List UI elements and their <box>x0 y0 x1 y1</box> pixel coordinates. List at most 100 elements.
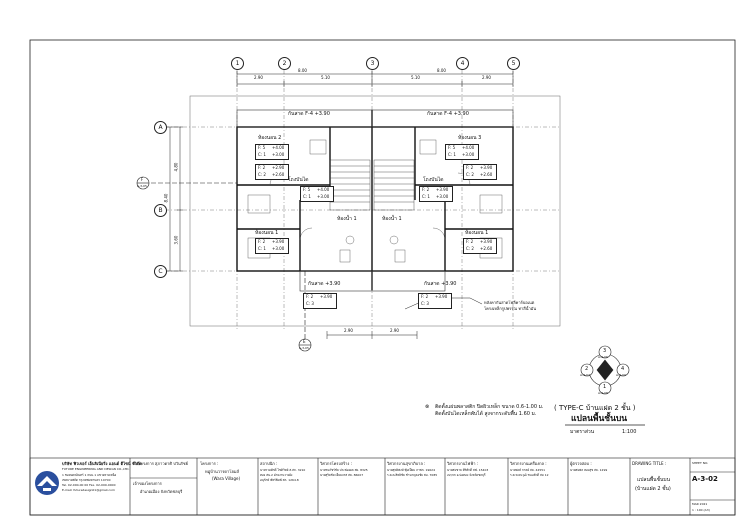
legend-note-2: ติดตั้งบันไดเหล็กพับได้ สูงจากระดับพื้น … <box>435 411 537 417</box>
sanitary-label: วิศวกรงานสุขาภิบาล : <box>387 461 426 466</box>
approve-label: ผู้ตรวจสอบ : <box>570 461 592 466</box>
top-dimensions <box>236 71 514 87</box>
dim-bottom-1: 2.90 <box>344 328 353 333</box>
section-marker-bottom <box>298 271 312 352</box>
grid-bubble-col-4: 4 <box>456 57 469 70</box>
architect-line-2: ทอง สน.2 ฝ่ายงานวางผัง <box>260 473 293 477</box>
level-tag-bottom-left: F: 2+3.90 C: 3 <box>303 293 337 309</box>
dim-top-4: 2.90 <box>482 75 491 80</box>
grid-bubble-col-2: 2 <box>278 57 291 70</box>
left-dimensions <box>167 126 183 272</box>
level-tag-bottom-right: F: 2+3.90 C: 3 <box>418 293 452 309</box>
key-plan-label-4: 4 <box>621 366 625 372</box>
project2-name-en: (Wara Village) <box>212 476 241 481</box>
balcony-label-1: กันสาด F-4 +3.90 <box>288 111 330 117</box>
architect-label: สถาปนิก : <box>260 461 278 466</box>
structure-name-2: นายสุริยชัย เยี่ยมจรส สย. 86007 <box>320 473 364 477</box>
architect-line-3: อนุรักษ์ พัทร์พิมพ์ สถ. 1264.8 <box>260 478 299 482</box>
legend-note-1: ติดตั้งแผ่นพลาสติก ปิดผิวเหล็ก ขนาด 0.6-… <box>435 404 544 410</box>
approve-name: นายสมพล ทองสุข สย. 1299 <box>570 468 608 472</box>
key-plan-ref-1: A-3-06 <box>598 355 608 359</box>
electrical-label: วิศวกรงานไฟฟ้า : <box>447 461 479 466</box>
level-tag-3: F: 2+2.90 C: 2+2.60 <box>255 164 289 180</box>
mech-label: วิศวกรงานเครื่องกล : <box>510 461 547 466</box>
structure-label: วิศวกรโครงสร้าง : <box>320 461 352 466</box>
legend-symbol: ⊗ <box>425 404 430 410</box>
room-bedroom-3: ห้องนอน 3 <box>458 135 482 141</box>
level-tag-8: F: 2+3.90 C: 2+2.60 <box>463 238 497 254</box>
dim-top-total-2: 8.00 <box>437 68 446 73</box>
company-address-2: เขตบางพลัด กรุงเทพมหานคร 10700 <box>62 478 111 482</box>
electrical-name-2: 22/33 อ.บ่อทอง จังหวัดชลบุรี <box>447 473 486 477</box>
mech-name: นายพงษ์ กาตย์ สย. 44551 <box>510 468 546 472</box>
grid-bubble-row-a: A <box>154 121 167 134</box>
project-name: สุภาวดาศิ ปวันรัชย์ <box>155 461 188 466</box>
room-bath-left: ห้องน้ำ 1 <box>337 216 357 222</box>
architect-name: นายรวมศักดิ์ โชติวิทย์ ส.สถ. 3210 <box>260 468 306 472</box>
grid-bubble-col-3: 3 <box>366 57 379 70</box>
leader-note-2: โครงเหล็กรูปพรรณ ทาสีน้ำมัน <box>484 306 537 311</box>
level-tag-6: F: 2+3.90 C: 2+2.60 <box>463 164 497 180</box>
dim-bottom-2: 2.90 <box>390 328 399 333</box>
room-hall-right: โถงบันได <box>423 177 444 183</box>
dim-top-3: 5.10 <box>411 75 420 80</box>
site-boundary <box>189 95 561 327</box>
sheet-date: MAR 2021 <box>692 502 708 506</box>
section-marker-ref-f: A-3-05 <box>137 184 147 188</box>
key-plan-label-3: 3 <box>603 348 607 354</box>
mech-name-2: ร.ต.ท.ธนวุฒิ ชนะศักดิ์ สม 12 <box>510 473 549 477</box>
balcony-label-2: กันสาด F-4 +3.90 <box>427 111 469 117</box>
drawing-title: แปลนพื้นชั้นบน <box>637 477 670 483</box>
bottom-dimensions <box>326 331 418 339</box>
company-phone: Tel. 02-000-00 00 Fax. 02-000-0000 <box>62 483 116 487</box>
section-marker-label-f: F <box>141 177 144 182</box>
key-plan-ref-2: A-3-07 <box>580 373 590 377</box>
sanitary-name: นายสุทธิพงษ์ พุ้มเปี่ยม ภาพก. 19624 <box>387 468 435 472</box>
dim-left-1: 4.80 <box>173 162 179 172</box>
stairs <box>329 159 415 211</box>
sheet-border <box>29 39 736 516</box>
leader-note-1: หลังคากันสาดโพลีคาร์บอเนต <box>484 300 535 305</box>
level-tag-4: F: 5+4.00 C: 1+3.00 <box>300 186 334 202</box>
key-plan-ref-3: A-3-08 <box>598 391 608 395</box>
balcony-label-3: กันสาด +3.90 <box>308 281 341 287</box>
level-tag-1: F: 5+4.00 C: 1+3.00 <box>255 144 289 160</box>
scale-value: 1:100 <box>622 429 637 435</box>
section-marker-label-e: E <box>303 339 306 344</box>
drawing-subtitle: (บ้านแฝด 2 ชั้น) <box>635 486 671 492</box>
company-email: E-mail: futuredesign01@gmail.com <box>62 488 115 492</box>
key-plan-symbol <box>580 345 630 395</box>
sheet-scale: 1 : 100 (A3) <box>692 508 710 512</box>
grid-bubble-col-5: 5 <box>507 57 520 70</box>
level-tag-5: F: 2+3.90 C: 1+3.00 <box>419 186 453 202</box>
sheet-number: A-3-02 <box>692 475 718 483</box>
sanitary-name-2: ร.ต.ต.สิทธิชัย ชำนาญธงชัย สม. 7085 <box>387 473 438 477</box>
electrical-name: นายสมชาย ศิริศักดิ์ สฟ. 15403 <box>447 468 489 472</box>
dim-left-2: 3.60 <box>173 235 179 245</box>
dim-top-1: 2.90 <box>254 75 263 80</box>
title-block <box>29 457 736 516</box>
structure-name: นายชนวัชร์ชัย ประพ่องผล สย. 8325 <box>320 468 368 472</box>
balconies <box>236 109 514 292</box>
dim-top-total-1: 8.00 <box>298 68 307 73</box>
company-name-en: FUTURE ENGINEERING AND DESIGN CO.,LTD. <box>62 467 130 471</box>
drawing-title-label: DRAWING TITLE : <box>632 461 667 466</box>
company-logo <box>35 471 59 495</box>
drawing-main-title: แปลนพื้นชั้นบน <box>571 414 628 424</box>
drawing-type: ( TYPE-C บ้านแฝด 2 ชั้น ) <box>554 404 636 412</box>
project-location: อำเภอเมือง จังหวัดชลบุรี <box>140 489 183 494</box>
dim-top-2: 5.10 <box>321 75 330 80</box>
key-plan-label-2: 2 <box>585 366 589 372</box>
grid-bubble-row-b: B <box>154 204 167 217</box>
room-bedroom-1-left: ห้องนอน 1 <box>255 230 279 236</box>
room-bedroom-1-right: ห้องนอน 1 <box>465 230 489 236</box>
sheet-no-label: SHEET NO. <box>692 461 709 465</box>
room-bedroom-2: ห้องนอน 2 <box>258 135 282 141</box>
level-tag-2: F: 5+4.00 C: 1+3.00 <box>445 144 479 160</box>
level-tag-7: F: 2+3.90 C: 1+3.00 <box>255 238 289 254</box>
room-bath-right: ห้องน้ำ 1 <box>382 216 402 222</box>
company-address: 1 ซอยนครอินทร์ 1 ถนน 1 แขวงทางเหนือ <box>62 473 117 477</box>
room-hall-left: โถงบันได <box>288 177 309 183</box>
section-marker-ref-e: A-3-05 <box>299 346 309 350</box>
